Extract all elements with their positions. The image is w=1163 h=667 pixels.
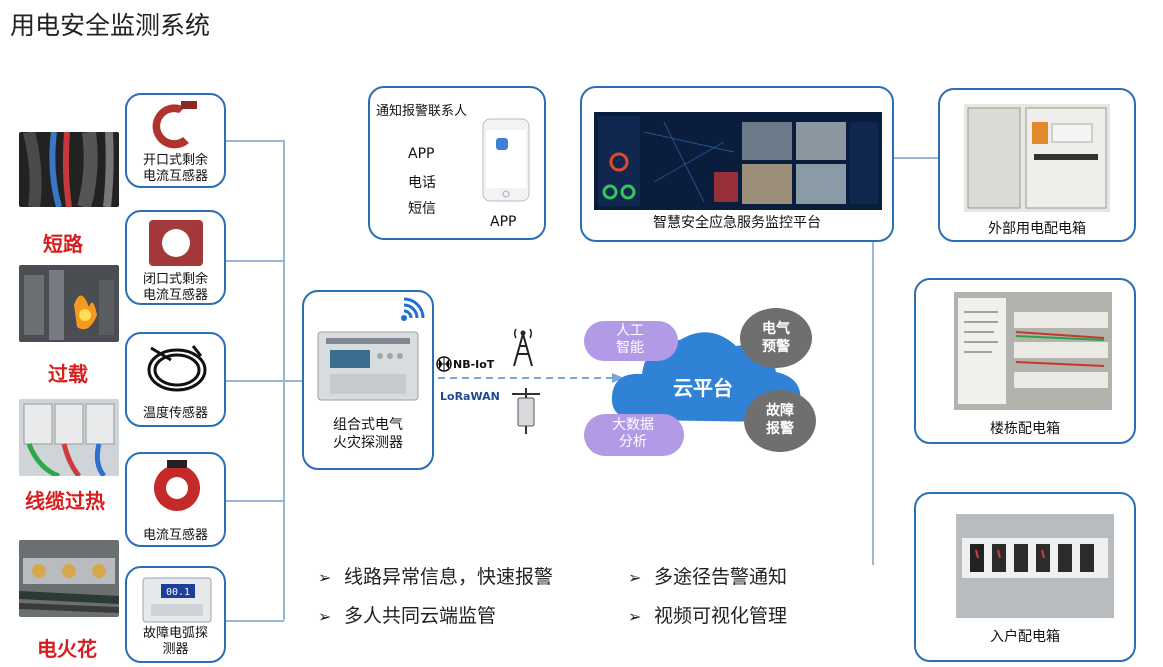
notify-item-phone: 电话 bbox=[408, 175, 436, 191]
sensor-card-closed-rcct: 闭口式剩余 电流互感器 bbox=[125, 210, 226, 305]
notify-card: 通知报警联系人 APP 电话 短信 APP bbox=[368, 86, 546, 240]
connector-3 bbox=[226, 380, 302, 382]
sensor-card-ct: 电流互感器 bbox=[125, 452, 226, 547]
box-label: 外部用电配电箱 bbox=[988, 221, 1086, 237]
phone-caption: APP bbox=[490, 214, 517, 230]
lora-gateway-icon bbox=[512, 388, 540, 434]
closed-core-ct-icon bbox=[149, 220, 203, 266]
feature-item: ➢ 多途径告警通知 bbox=[628, 562, 787, 589]
feature-text: 视频可视化管理 bbox=[654, 605, 788, 627]
hazard-label-spark: 电火花 bbox=[37, 637, 97, 661]
cell-tower-icon bbox=[513, 328, 533, 367]
feature-item: ➢ 线路异常信息，快速报警 bbox=[318, 562, 553, 589]
current-transformer-icon bbox=[154, 460, 200, 511]
box-card-household: 入户配电箱 bbox=[914, 492, 1136, 662]
nbiot-icon bbox=[436, 356, 452, 372]
connector-4 bbox=[226, 500, 284, 502]
page-title: 用电安全监测系统 bbox=[10, 11, 211, 40]
overload-photo bbox=[19, 265, 119, 342]
cloud-label: 云平台 bbox=[673, 376, 733, 400]
sensor-label: 闭口式剩余 电流互感器 bbox=[142, 272, 208, 303]
smartphone-icon bbox=[482, 118, 530, 202]
platform-card: 智慧安全应急服务监控平台 bbox=[580, 86, 894, 242]
detector-device-icon bbox=[317, 331, 419, 401]
box-card-external: 外部用电配电箱 bbox=[938, 88, 1136, 242]
feature-item: ➢ 视频可视化管理 bbox=[628, 601, 787, 628]
detector-card: 组合式电气 火灾探测器 bbox=[302, 290, 434, 470]
sensor-label: 开口式剩余 电流互感器 bbox=[142, 153, 208, 184]
arrow-bullet-icon: ➢ bbox=[628, 607, 642, 626]
hazard-label-short: 短路 bbox=[43, 232, 83, 256]
sensor-card-temperature: 温度传感器 bbox=[125, 332, 226, 427]
household-box-photo bbox=[956, 514, 1114, 618]
external-box-photo bbox=[964, 104, 1110, 212]
dashboard-screenshot bbox=[594, 112, 882, 210]
bubble-alarm bbox=[740, 308, 812, 368]
feature-text: 多途径告警通知 bbox=[654, 566, 788, 588]
box-label: 入户配电箱 bbox=[990, 629, 1060, 645]
bubble-fault-label: 故障 报警 bbox=[766, 403, 794, 437]
building-box-photo bbox=[954, 292, 1112, 410]
sensor-label: 温度传感器 bbox=[142, 406, 208, 421]
notify-item-sms: 短信 bbox=[408, 201, 436, 217]
bubble-ai bbox=[584, 321, 678, 361]
feature-item: ➢ 多人共同云端监管 bbox=[318, 601, 496, 628]
arrow-bullet-icon: ➢ bbox=[318, 607, 332, 626]
arrow-bullet-icon: ➢ bbox=[318, 568, 332, 587]
detector-label: 组合式电气 火灾探测器 bbox=[333, 417, 403, 451]
platform-label: 智慧安全应急服务监控平台 bbox=[653, 215, 821, 231]
platform-right-line bbox=[893, 157, 939, 159]
bubble-fault bbox=[744, 390, 816, 452]
wifi-icon bbox=[401, 297, 425, 321]
sensor-card-arc-fault: 00.1 故障电弧探 测器 bbox=[125, 566, 226, 663]
box-label: 楼栋配电箱 bbox=[990, 421, 1060, 437]
hazard-label-overload: 过载 bbox=[48, 362, 88, 386]
notify-title: 通知报警联系人 bbox=[376, 104, 468, 119]
sensor-label: 故障电弧探 测器 bbox=[142, 626, 208, 657]
temperature-probe-icon bbox=[147, 345, 207, 392]
hazard-label-cable-overheat: 线缆过热 bbox=[25, 489, 105, 513]
short-circuit-photo bbox=[19, 132, 119, 207]
connector-5 bbox=[226, 620, 284, 622]
arc-fault-detector-icon: 00.1 bbox=[142, 577, 212, 623]
arc-detector-display: 00.1 bbox=[166, 587, 190, 598]
bubble-bigdata bbox=[584, 414, 684, 456]
data-flow-arrow bbox=[438, 373, 624, 383]
sensor-label: 电流互感器 bbox=[142, 528, 208, 543]
bubble-alarm-label: 电气 预警 bbox=[762, 321, 790, 355]
lorawan-label: LoRaWAN bbox=[440, 390, 500, 403]
bubble-ai-label: 人工 智能 bbox=[616, 323, 644, 356]
nbiot-label: NB-IoT bbox=[453, 358, 495, 371]
sensor-card-open-rcct: 开口式剩余 电流互感器 bbox=[125, 93, 226, 188]
feature-text: 多人共同云端监管 bbox=[344, 605, 497, 627]
feature-text: 线路异常信息，快速报警 bbox=[344, 566, 554, 588]
cable-overheat-photo bbox=[19, 399, 119, 476]
arrow-bullet-icon: ➢ bbox=[628, 568, 642, 587]
notify-item-app: APP bbox=[408, 146, 435, 162]
platform-down-line bbox=[872, 242, 874, 565]
bubble-bigdata-label: 大数据 分析 bbox=[612, 417, 654, 450]
connector-2 bbox=[226, 260, 284, 262]
split-core-ct-icon bbox=[152, 101, 197, 149]
connector-1 bbox=[226, 140, 284, 142]
box-card-building: 楼栋配电箱 bbox=[914, 278, 1136, 444]
spark-photo bbox=[19, 540, 119, 617]
